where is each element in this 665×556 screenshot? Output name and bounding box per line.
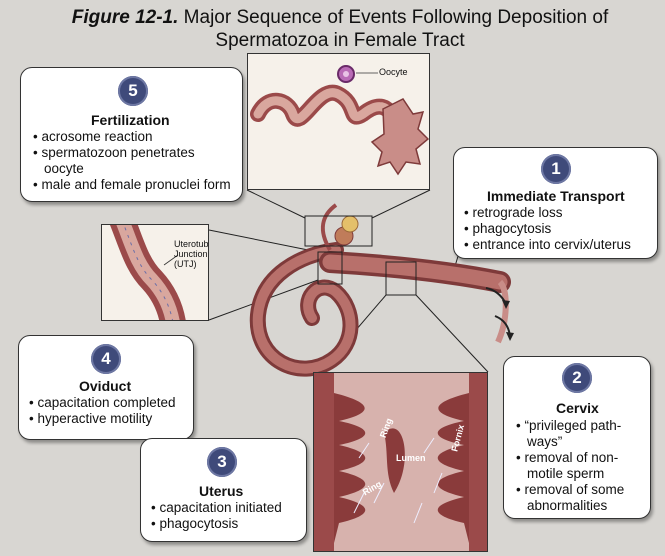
connector-utj-top [209,230,318,252]
uterus-heading: Uterus [199,483,243,499]
oocyte-label: Oocyte [379,67,408,77]
list-item: retrograde loss [464,205,659,221]
utj-label: Uterotubal Junction (UTJ) [174,239,208,269]
list-item: spermatozoon penetrates oocyte [33,145,238,177]
cervix-box: 2 Cervix “privileged path-ways” removal … [503,356,651,519]
oviduct-box: 4 Oviduct capacitation completed hyperac… [18,335,194,440]
transport-list: retrograde loss phagocytosis entrance in… [464,205,659,253]
fertilization-heading: Fertilization [91,112,170,128]
list-item: “privileged path-ways” [516,418,634,450]
uterus-list: capacitation initiated phagocytosis [151,500,306,532]
lumen-label: Lumen [396,453,426,463]
list-item: capacitation initiated [151,500,306,516]
oviduct-list: capacitation completed hyperactive motil… [29,395,194,427]
connector-cervix-right [416,295,488,372]
step-badge-4: 4 [91,344,121,374]
fertilization-list: acrosome reaction spermatozoon penetrate… [33,129,238,193]
uterus-box: 3 Uterus capacitation initiated phagocyt… [140,438,307,542]
list-item: male and female pronuclei form [33,177,238,193]
list-item: entrance into cervix/uterus [464,237,659,253]
cervix-heading: Cervix [556,400,599,416]
transport-box: 1 Immediate Transport retrograde loss ph… [453,147,658,259]
step-badge-5: 5 [118,76,148,106]
list-item: phagocytosis [464,221,659,237]
connector-fertilization-right [372,190,430,218]
connector-fertilization [247,190,305,218]
oviduct-heading: Oviduct [79,378,131,394]
list-item: phagocytosis [151,516,306,532]
transport-heading: Immediate Transport [487,188,625,204]
fertilization-inset: Oocyte [247,53,430,190]
fertilization-box: 5 Fertilization acrosome reaction sperma… [20,67,243,202]
list-item: acrosome reaction [33,129,238,145]
step-badge-2: 2 [562,363,592,393]
infundibulum [342,216,358,232]
list-item: capacitation completed [29,395,194,411]
step-badge-1: 1 [541,154,571,184]
list-item: removal of non-motile sperm [516,450,634,482]
utj-inset: Uterotubal Junction (UTJ) [101,224,209,321]
list-item: removal of some abnormalities [516,482,634,514]
cervix-list: “privileged path-ways” removal of non-mo… [516,418,634,514]
list-item: hyperactive motility [29,411,194,427]
step-badge-3: 3 [207,447,237,477]
cervix-inset: Lumen Fornix Ring Ring [313,372,488,552]
